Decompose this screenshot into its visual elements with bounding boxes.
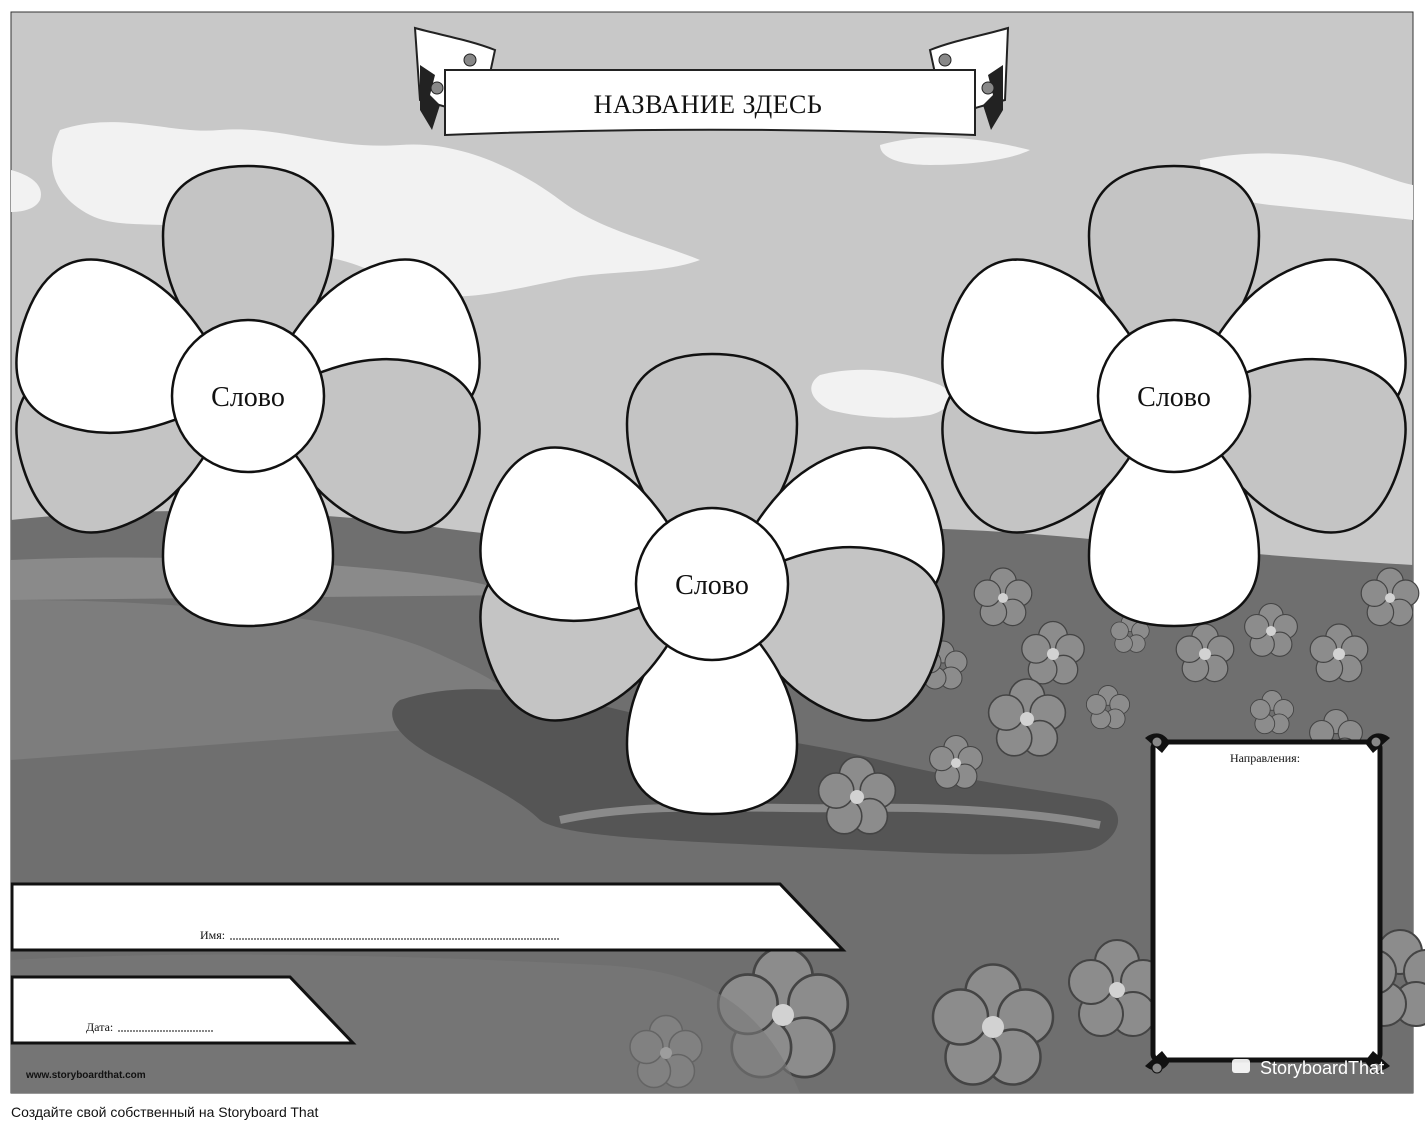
flower-center[interactable] xyxy=(634,506,790,662)
storyboard-icon xyxy=(1232,1059,1250,1073)
site-url[interactable]: www.storyboardthat.com xyxy=(25,1070,146,1081)
name-label: Имя: xyxy=(200,928,225,942)
flower-word[interactable]: Слово xyxy=(1137,382,1211,413)
directions-box[interactable]: Направления: xyxy=(1145,733,1390,1074)
date-label: Дата: xyxy=(86,1020,113,1034)
footer-caption[interactable]: Создайте свой собственный на Storyboard … xyxy=(11,1104,319,1120)
flower-center[interactable] xyxy=(1096,318,1252,474)
clouds xyxy=(11,122,1413,418)
flower-word[interactable]: Слово xyxy=(675,570,749,601)
title-banner: НАЗВАНИЕ ЗДЕСЬ xyxy=(413,26,1010,137)
date-field[interactable]: Дата: xyxy=(10,975,357,1045)
directions-label: Направления: xyxy=(1230,751,1300,765)
name-field[interactable]: Имя: xyxy=(10,882,847,952)
flower-middle: Слово xyxy=(460,352,964,816)
brand-logo-text: StoryboardThat xyxy=(1260,1058,1384,1078)
flower-left: Слово xyxy=(0,164,500,628)
flower-word[interactable]: Слово xyxy=(211,382,285,413)
flower-center[interactable] xyxy=(170,318,326,474)
brand-logo: StoryboardThat xyxy=(1232,1058,1384,1078)
flower-right: Слово xyxy=(922,164,1425,628)
page-title[interactable]: НАЗВАНИЕ ЗДЕСЬ xyxy=(594,90,823,119)
